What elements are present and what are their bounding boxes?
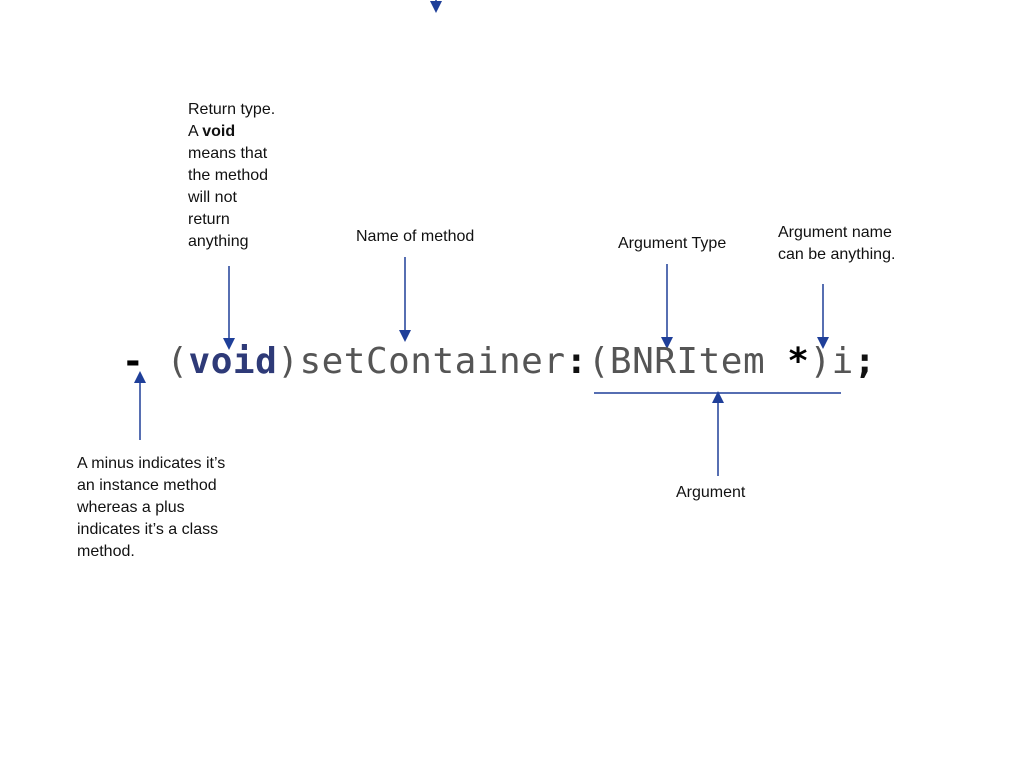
annotation-line: A minus indicates it’s [77,455,226,472]
pointer-star: * [787,341,810,382]
argument-type-annotation: Argument Type [618,235,727,252]
annotation-line: indicates it’s a class [77,521,219,538]
method-declaration: - (void)setContainer:(BNRItem *)i; [122,338,876,386]
semicolon: ; [853,341,877,382]
annotation-line: the method [188,167,269,184]
annotation-text: A [188,123,203,140]
annotation-line: can be anything. [778,246,896,263]
minus-sign: - [122,341,145,382]
argument-type: BNRItem [609,341,788,382]
arg-close-paren: ) [809,341,832,382]
argument-annotation: Argument [676,484,746,501]
annotation-line: whereas a plus [77,499,185,516]
annotation-line: A void [188,121,275,143]
minus-annotation: A minus indicates it’s an instance metho… [77,453,225,563]
annotation-line: return [188,211,230,228]
annotation-line: an instance method [77,477,217,494]
argument-name-annotation: Argument name can be anything. [778,222,895,266]
open-paren: ( [144,341,189,382]
annotation-line: Return type. [188,101,276,118]
method-name: setContainer [299,341,566,382]
method-name-annotation: Name of method [356,228,475,245]
void-keyword-text: void [202,123,236,140]
colon: : [565,341,588,382]
close-paren: ) [277,341,300,382]
argument-name: i [831,341,854,382]
annotation-line: Argument name [778,224,892,241]
annotation-line: means that [188,145,268,162]
return-type: void [188,341,278,382]
return-type-annotation: Return type. A void means that the metho… [188,99,275,253]
arg-open-paren: ( [587,341,610,382]
annotation-line: method. [77,543,135,560]
annotation-line: will not [188,189,237,206]
annotation-line: anything [188,233,249,250]
